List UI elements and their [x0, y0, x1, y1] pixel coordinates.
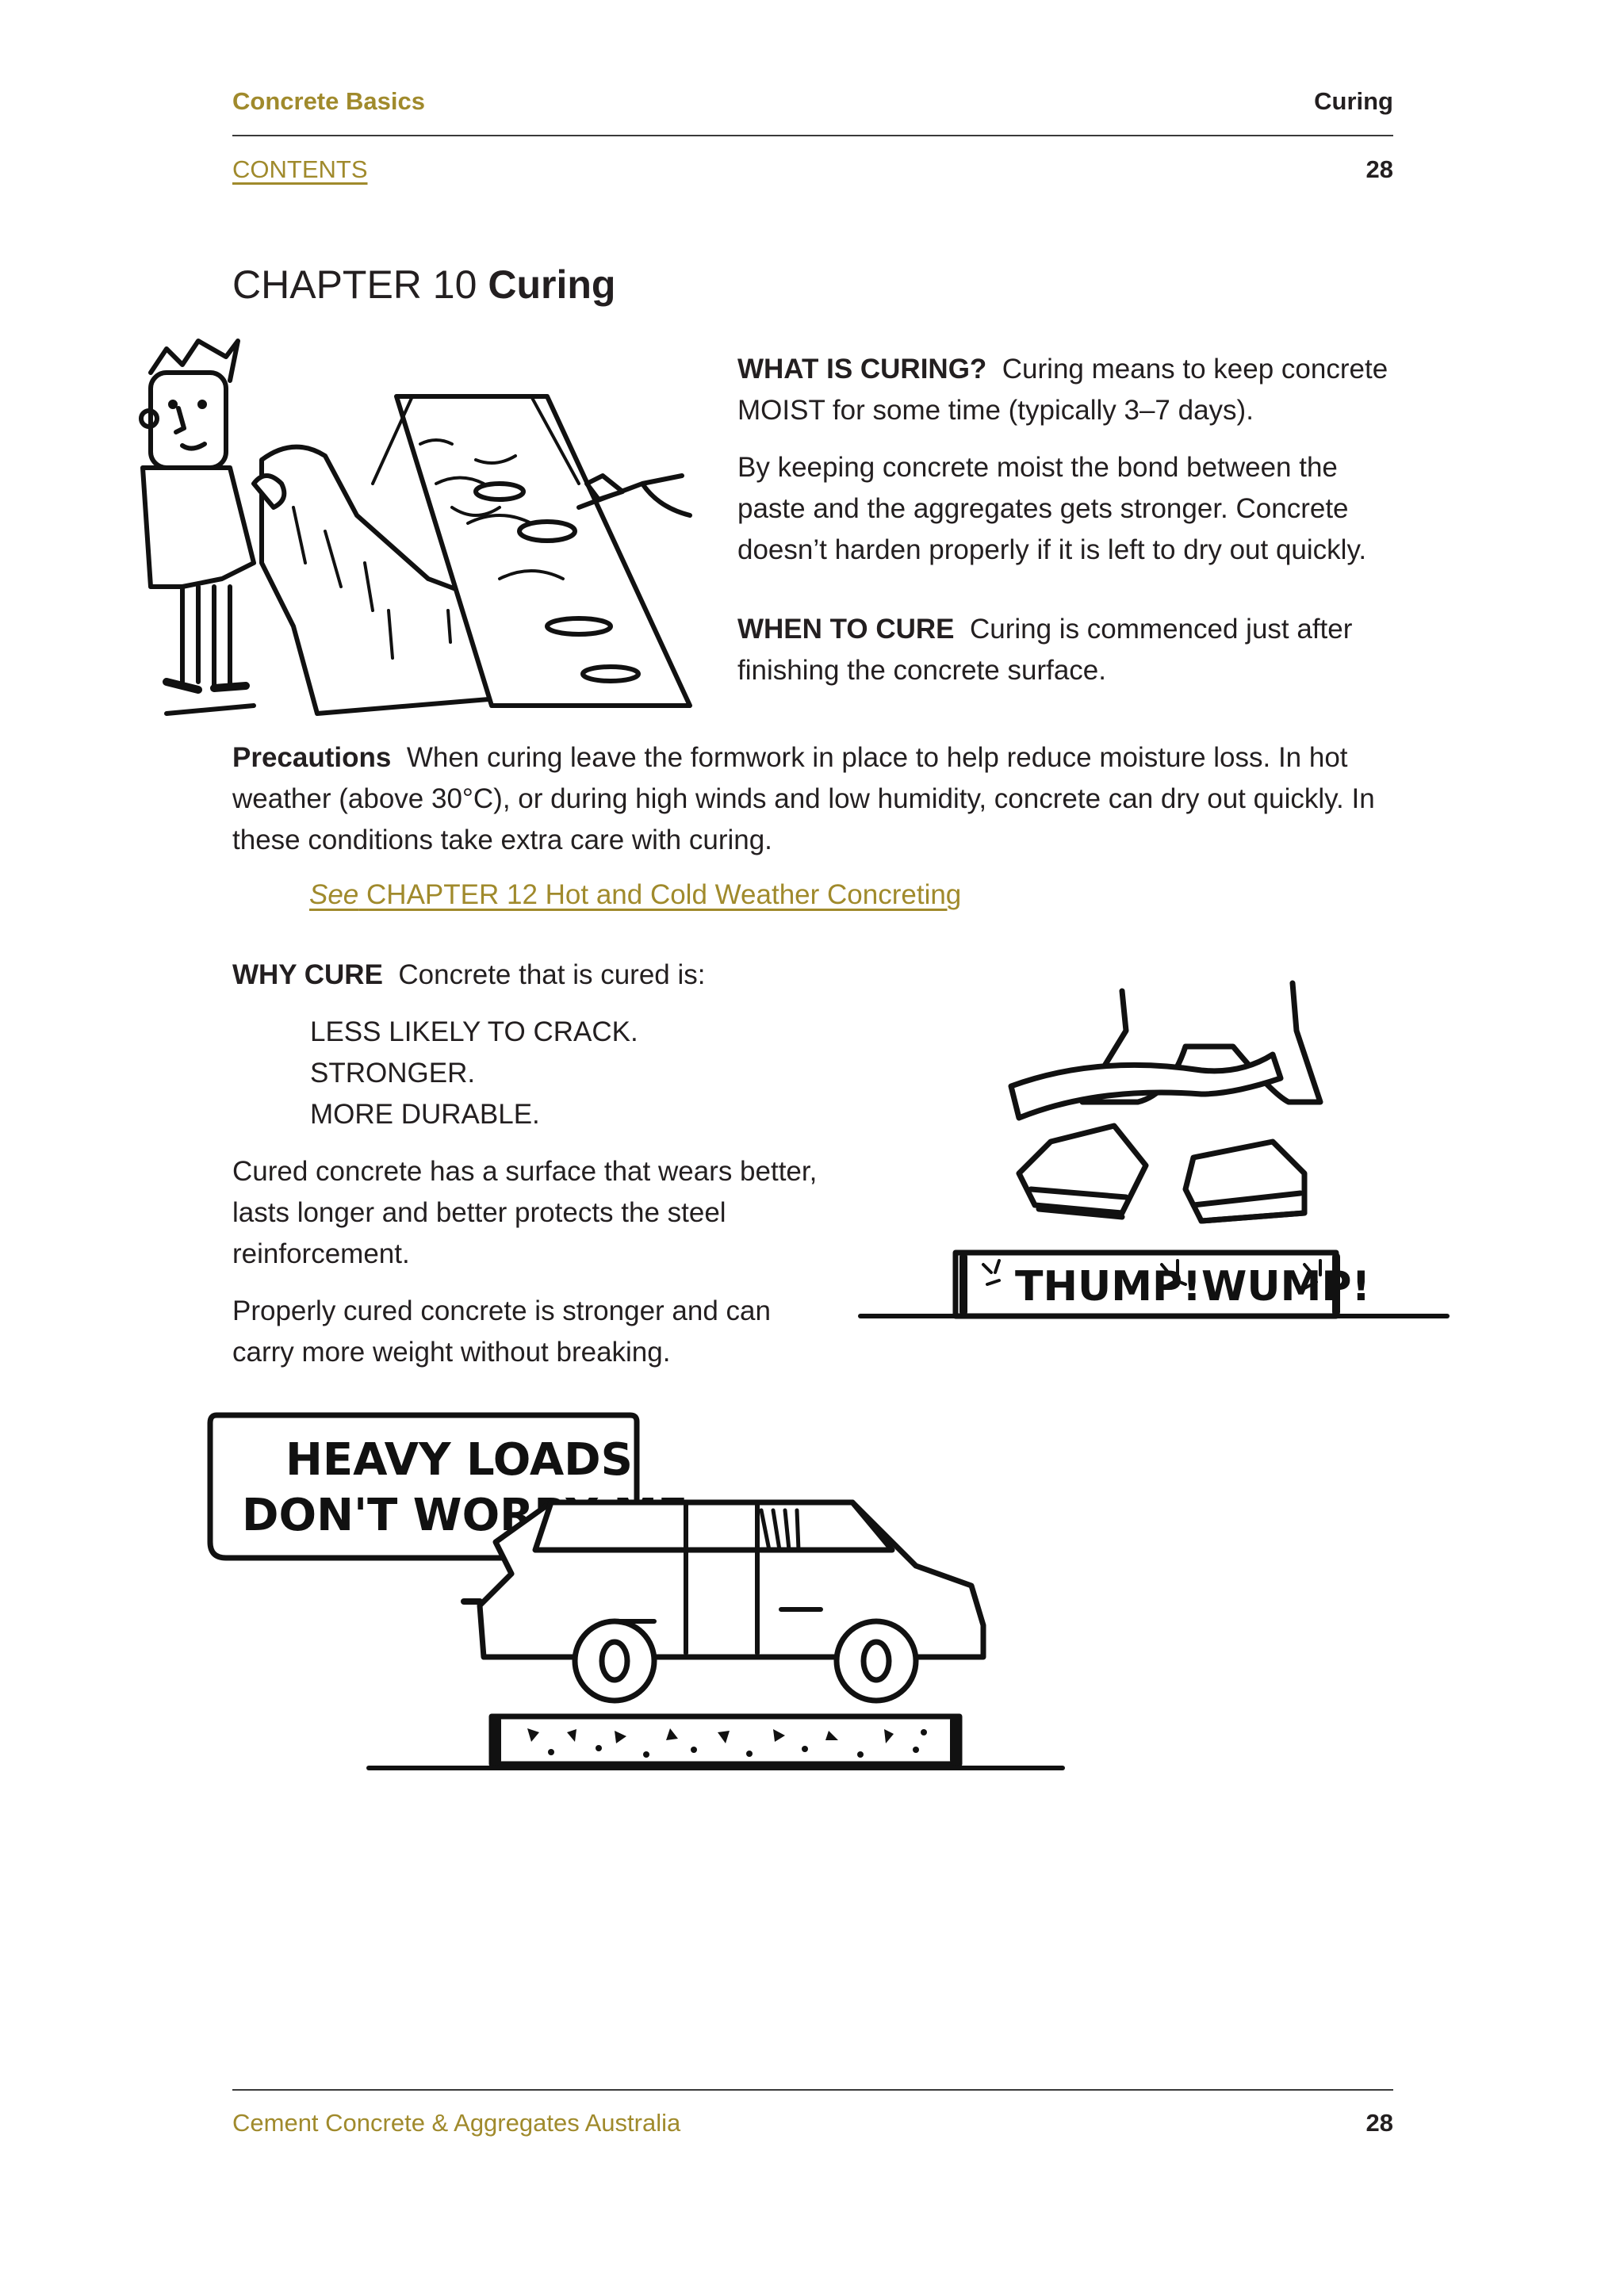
- section-title: Curing: [1314, 87, 1393, 115]
- wump-text: WUMP!: [1201, 1263, 1370, 1311]
- chapter-heading: CHAPTER 10 Curing: [232, 262, 615, 308]
- footer-rule: [232, 2089, 1393, 2091]
- when-to-cure-text: Curing is commenced just after finishing…: [737, 614, 1353, 686]
- stomping-illustration: THUMP! WUMP!: [858, 980, 1450, 1319]
- why-cure-section: WHY CURE Concrete that is cured is: LESS…: [232, 955, 835, 1373]
- page-number: 28: [1365, 155, 1393, 183]
- what-is-curing-section: WHAT IS CURING? Curing means to keep con…: [737, 349, 1404, 691]
- chapter-prefix: CHAPTER 10: [232, 262, 477, 307]
- why-cure-text: Concrete that is cured is:: [398, 959, 706, 990]
- list-item: MORE DURABLE.: [310, 1099, 540, 1130]
- see-link-text: CHAPTER 12 Hot and Cold Weather Concreti…: [366, 879, 962, 910]
- precautions-heading: Precautions: [232, 742, 392, 773]
- what-is-curing-text: Curing means to keep concrete MOIST for …: [737, 354, 1388, 426]
- chapter-title: Curing: [488, 262, 616, 307]
- curing-illustration: [139, 339, 692, 716]
- when-to-cure-heading: WHEN TO CURE: [737, 614, 955, 645]
- see-chapter-12-link[interactable]: See CHAPTER 12 Hot and Cold Weather Conc…: [309, 874, 961, 916]
- thump-text: THUMP!: [1015, 1263, 1201, 1311]
- contents-link[interactable]: CONTENTS: [232, 155, 368, 183]
- see-label: See: [309, 879, 359, 910]
- what-is-curing-heading: WHAT IS CURING?: [737, 354, 987, 385]
- why-cure-heading: WHY CURE: [232, 959, 383, 990]
- why-cure-para1: Cured concrete has a surface that wears …: [232, 1156, 818, 1269]
- footer-publisher: Cement Concrete & Aggregates Australia: [232, 2109, 681, 2137]
- why-cure-list: LESS LIKELY TO CRACK. STRONGER. MORE DUR…: [310, 1012, 835, 1135]
- footer-page-number: 28: [1365, 2109, 1393, 2137]
- header-rule: [232, 135, 1393, 136]
- list-item: LESS LIKELY TO CRACK.: [310, 1016, 638, 1047]
- car-illustration: HEAVY LOADS DON'T WORRY ME .: [207, 1412, 1065, 1770]
- speech-line1: HEAVY LOADS: [285, 1434, 633, 1486]
- list-item: STRONGER.: [310, 1058, 476, 1089]
- why-cure-para2: Properly cured concrete is stronger and …: [232, 1295, 771, 1368]
- precautions-section: Precautions When curing leave the formwo…: [232, 737, 1382, 861]
- what-is-curing-para2: By keeping concrete moist the bond betwe…: [737, 452, 1367, 565]
- doc-title: Concrete Basics: [232, 87, 425, 115]
- precautions-text: When curing leave the formwork in place …: [232, 742, 1375, 855]
